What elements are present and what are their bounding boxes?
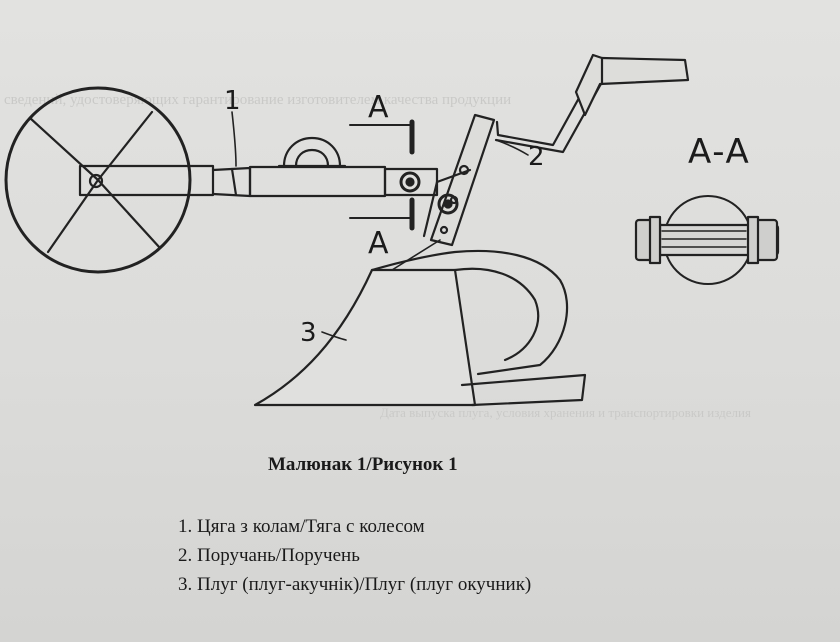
bleed-through-text-2: Дата выпуска плуга, условия хранения и т… [380,405,751,420]
plough-body [253,239,587,407]
legend-item-draw-bar: 1. Цяга з колам/Тяга с колесом [178,516,425,537]
leader-lines [231,111,529,341]
figure-caption: Малюнак 1/Рисунок 1 [268,454,458,475]
section-title: А-А [688,132,750,172]
section-mark-bottom: A [368,226,389,261]
section-mark-top: A [368,90,389,125]
bleed-through-text-1: сведений, удостоверяющих гарантирование … [4,92,512,108]
section-detail [634,195,780,285]
legend-item-handle: 2. Поручань/Поручень [178,545,360,566]
callout-2: 2 [528,142,545,172]
section-line-a-a [349,119,415,231]
callout-1: 1 [224,86,241,116]
handle [422,53,690,247]
draw-bar [78,136,439,198]
legend-item-plough: 3. Плуг (плуг-акучнік)/Плуг (плуг окучни… [178,574,532,595]
figure-legend: 1. Цяга з колам/Тяга с колесом 2. Поруча… [178,512,531,599]
wheel [4,86,192,274]
callout-3: 3 [300,318,317,348]
